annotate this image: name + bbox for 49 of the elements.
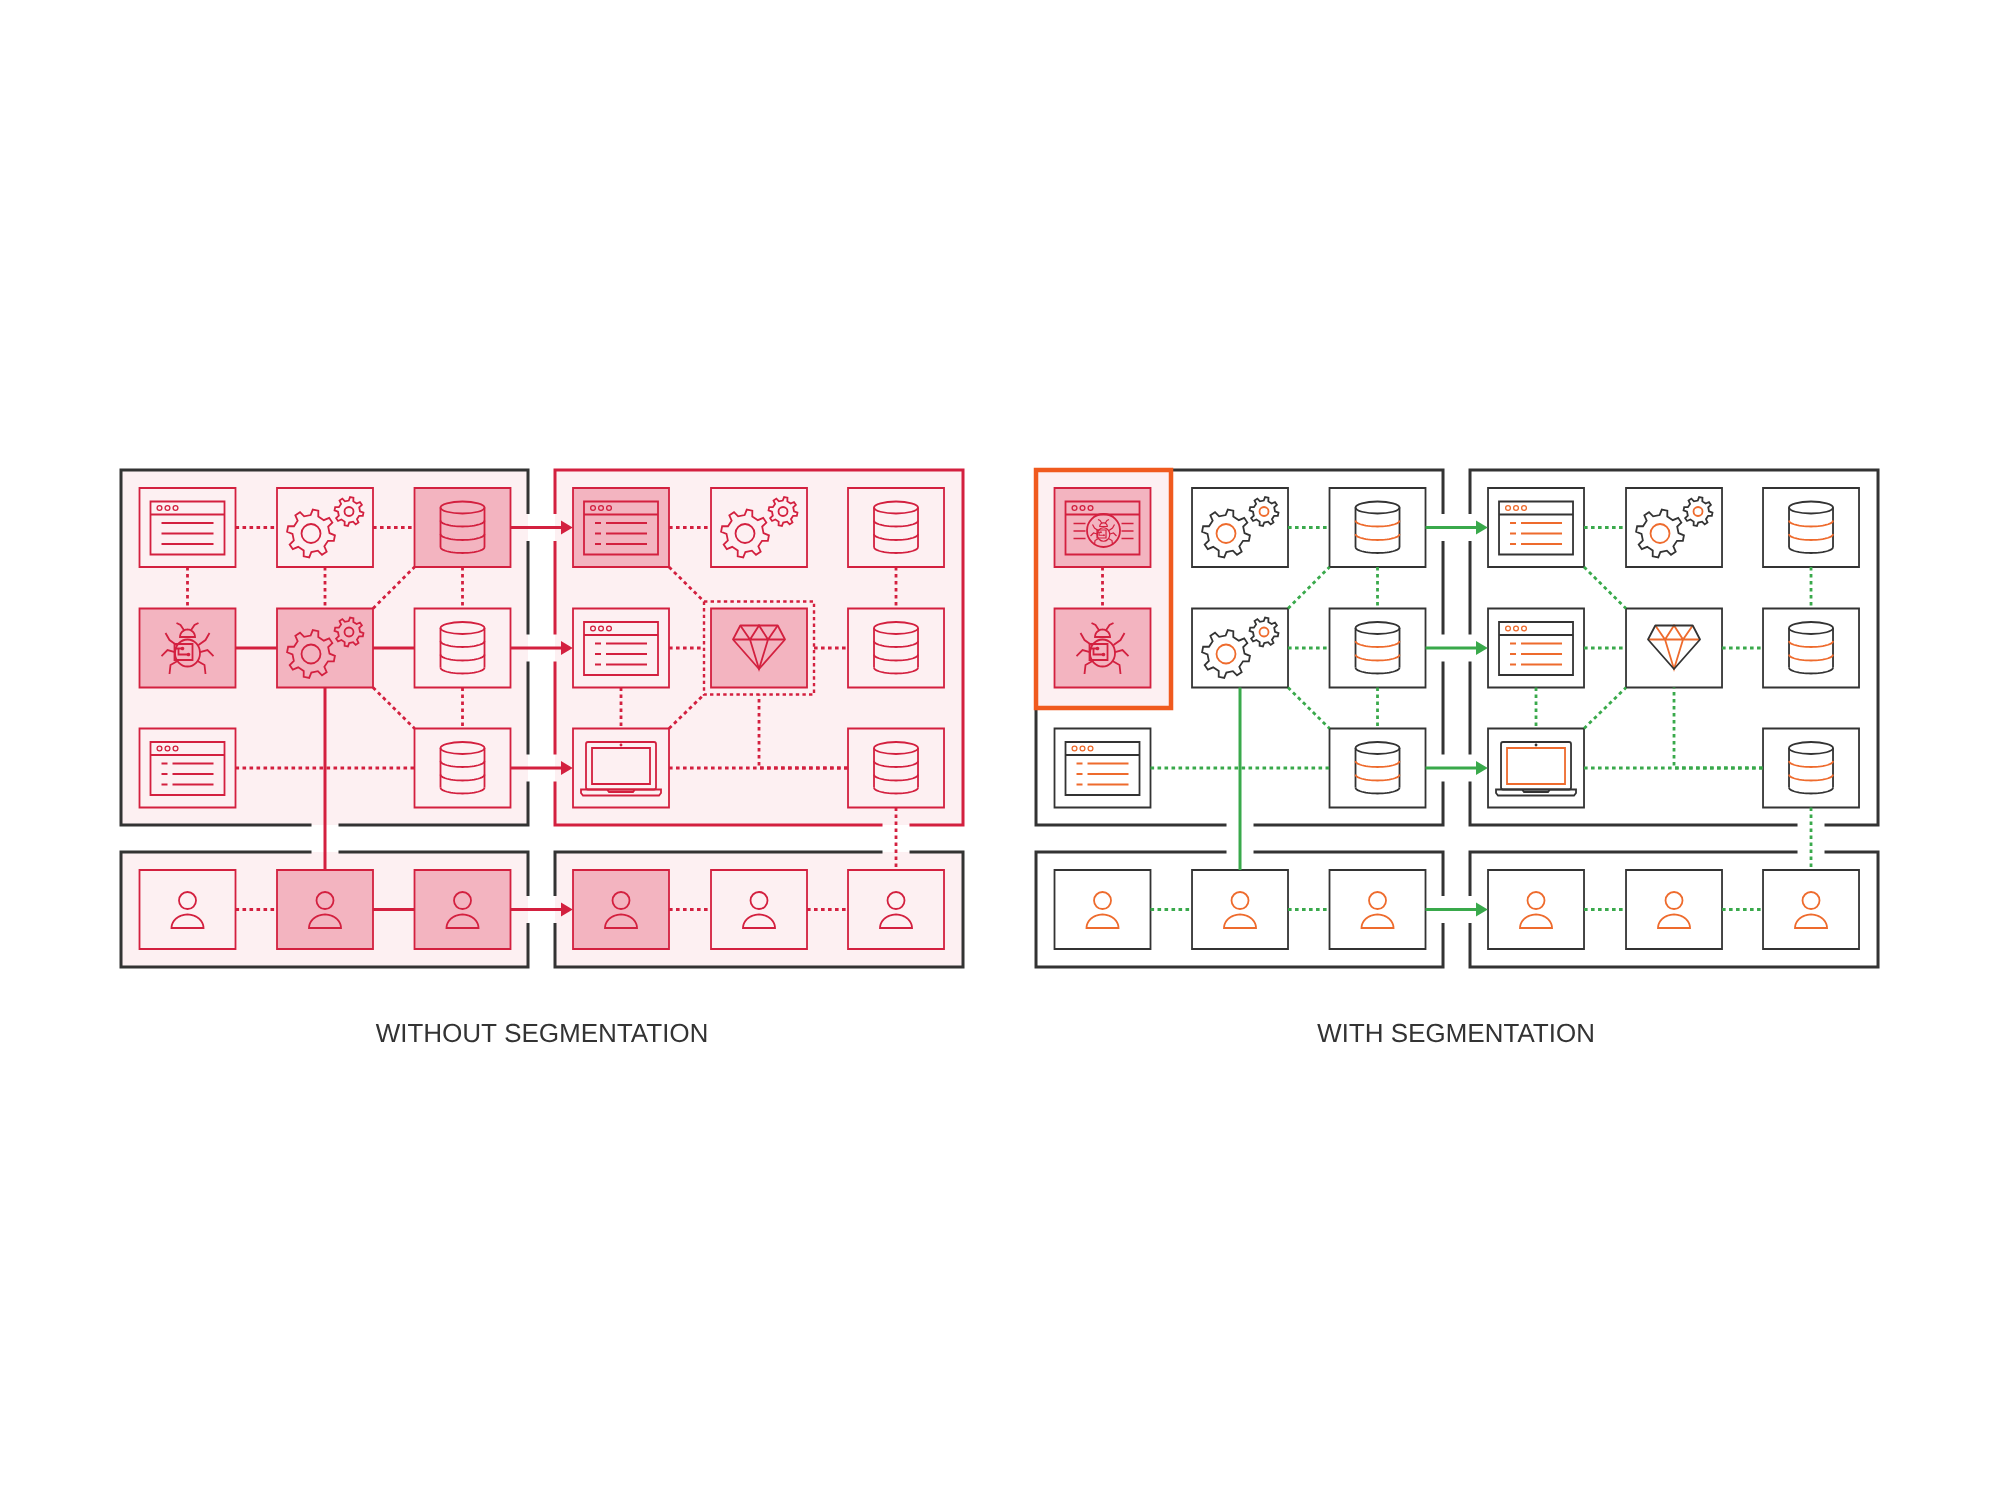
dotted-line [1584, 908, 1626, 911]
dotted-line [668, 566, 705, 603]
dotted-line [1287, 686, 1331, 730]
dotted-line [1672, 687, 1763, 770]
dotted-line [1809, 807, 1813, 870]
dotted-line [1376, 687, 1379, 729]
dotted-line [1150, 908, 1192, 911]
dotted-line [1376, 567, 1379, 609]
dotted-line [235, 766, 415, 770]
dotted-line [186, 567, 189, 609]
dotted-line [1722, 646, 1763, 650]
connector-line [1238, 687, 1242, 870]
dotted-line [669, 646, 704, 650]
dotted-line [461, 567, 464, 609]
dotted-line [235, 908, 277, 911]
dotted-line [1584, 526, 1626, 529]
connector-line [373, 646, 415, 650]
dotted-line [669, 526, 711, 529]
dotted-line [668, 693, 705, 730]
connector-line [323, 687, 327, 870]
dotted-line [1534, 687, 1538, 729]
dotted-line [894, 567, 898, 609]
dotted-line [814, 646, 848, 650]
connector-line [373, 908, 415, 911]
dotted-line [894, 807, 898, 870]
dotted-line [372, 566, 416, 610]
dotted-line [461, 687, 464, 729]
dotted-line [1101, 567, 1104, 609]
dotted-line [669, 908, 711, 911]
dotted-line [1584, 646, 1626, 650]
dotted-line [1583, 686, 1627, 730]
dotted-line [323, 567, 327, 609]
dotted-line [1809, 567, 1813, 609]
dotted-line [372, 686, 416, 730]
dotted-line [757, 694, 848, 770]
dotted-line [1150, 766, 1330, 770]
dotted-line [373, 526, 415, 529]
dotted-line [1287, 566, 1331, 610]
dotted-line [1722, 908, 1763, 911]
connector-line [235, 646, 277, 650]
dotted-line [1288, 908, 1330, 911]
dotted-line [619, 687, 623, 729]
caption: WITH SEGMENTATION [1317, 1023, 1593, 1043]
caption: WITHOUT SEGMENTATION [375, 1023, 707, 1043]
dotted-line [1288, 526, 1330, 529]
dotted-line [807, 908, 848, 911]
dotted-line [1288, 646, 1330, 650]
dotted-line [235, 526, 277, 529]
dotted-line [1583, 566, 1627, 610]
